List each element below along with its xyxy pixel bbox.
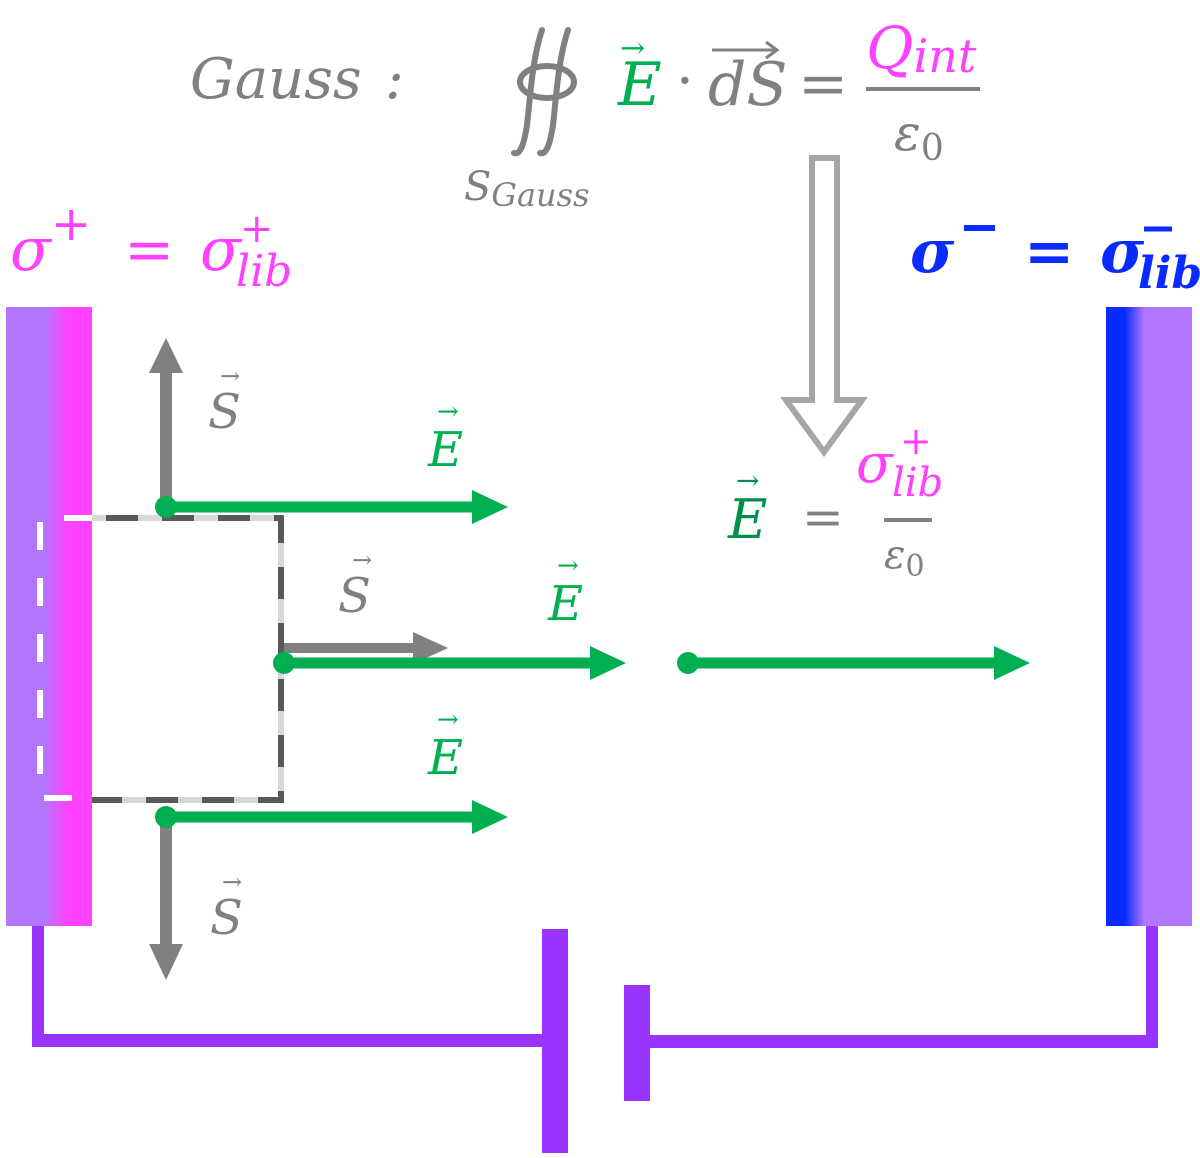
svg-text:E: E (727, 488, 767, 551)
gaussian-surface-outer-light (92, 515, 284, 803)
surface-vector-bottom (149, 818, 183, 980)
wire-right-vertical (1146, 926, 1158, 1048)
field-vector-bottom (155, 800, 508, 834)
gauss-colon: : (385, 47, 404, 112)
surface-label-side: S → (338, 546, 372, 624)
svg-text:E: E (547, 576, 583, 632)
wire-right-horizontal (648, 1035, 1158, 1048)
svg-text:S: S (208, 384, 241, 440)
field-vector-accent: → (620, 31, 645, 66)
svg-text:+: + (900, 419, 932, 463)
equals-sign: = (798, 49, 848, 119)
wire-left-vertical (32, 926, 44, 1046)
svg-text:→: → (437, 705, 459, 735)
gaussian-surface-inner-edge (37, 515, 92, 801)
left-charge-density: σ+ = σ + lib (10, 196, 292, 297)
field-vector-top (155, 490, 508, 524)
field-label-top: E → (427, 397, 463, 478)
negative-plate (1106, 307, 1192, 926)
wire-left-horizontal (32, 1034, 544, 1047)
svg-text:S: S (210, 890, 243, 946)
gauss-label: Gauss (190, 47, 362, 112)
svg-text:E: E (427, 422, 463, 478)
gaussian-surface-outer-dark (92, 515, 284, 803)
closed-surface-integral-icon (511, 27, 577, 157)
right-charge-density: σ = σ lib (910, 217, 1200, 299)
svg-text:lib: lib (1138, 248, 1200, 299)
positive-plate (6, 307, 92, 926)
svg-text:σ: σ (200, 215, 243, 285)
svg-text:=: = (802, 488, 844, 546)
svg-text:σ+: σ+ (10, 196, 91, 285)
gauss-law-equation: Gauss : SGauss E → · dS = Qint ε0 (190, 14, 980, 214)
implication-arrow-icon (780, 155, 868, 458)
surface-element-label: dS (708, 50, 788, 120)
enclosed-charge: Qint (866, 14, 977, 83)
battery-circuit (32, 926, 1158, 1153)
battery-short-terminal (624, 985, 650, 1101)
svg-text:→: → (220, 362, 240, 390)
svg-text:→: → (437, 397, 459, 427)
svg-text:=: = (1024, 217, 1074, 287)
field-result-equation: E → = σ + lib ε0 (727, 419, 943, 584)
svg-text:σ: σ (1100, 217, 1145, 287)
field-vector-center (677, 646, 1030, 680)
svg-text:→: → (352, 546, 372, 574)
field-label-middle: E → (547, 551, 583, 632)
svg-text:lib: lib (892, 460, 943, 506)
svg-text:→: → (557, 551, 579, 581)
svg-text:S: S (338, 568, 371, 624)
svg-text:E: E (427, 730, 463, 786)
svg-text:ε0: ε0 (884, 532, 925, 584)
surface-label-top: S → (208, 362, 241, 440)
svg-text:σ: σ (910, 217, 955, 287)
field-label-bottom: E → (427, 705, 463, 786)
surface-element-accent (712, 40, 780, 60)
svg-text:=: = (124, 215, 174, 285)
svg-text:→: → (222, 868, 242, 896)
svg-text:lib: lib (236, 246, 292, 297)
surface-label-bottom: S → (210, 868, 243, 946)
surface-label: SGauss (464, 164, 590, 214)
dot-operator: · (676, 49, 694, 114)
svg-text:→: → (736, 464, 759, 497)
surface-vector-top (149, 338, 183, 505)
battery-long-terminal (542, 929, 568, 1153)
surface-vector-side (284, 632, 448, 664)
svg-text:σ: σ (856, 432, 895, 495)
field-vector-middle (273, 646, 626, 680)
field-vector-label: E (617, 50, 662, 120)
permittivity: ε0 (894, 104, 944, 169)
svg-text:+: + (240, 206, 274, 252)
